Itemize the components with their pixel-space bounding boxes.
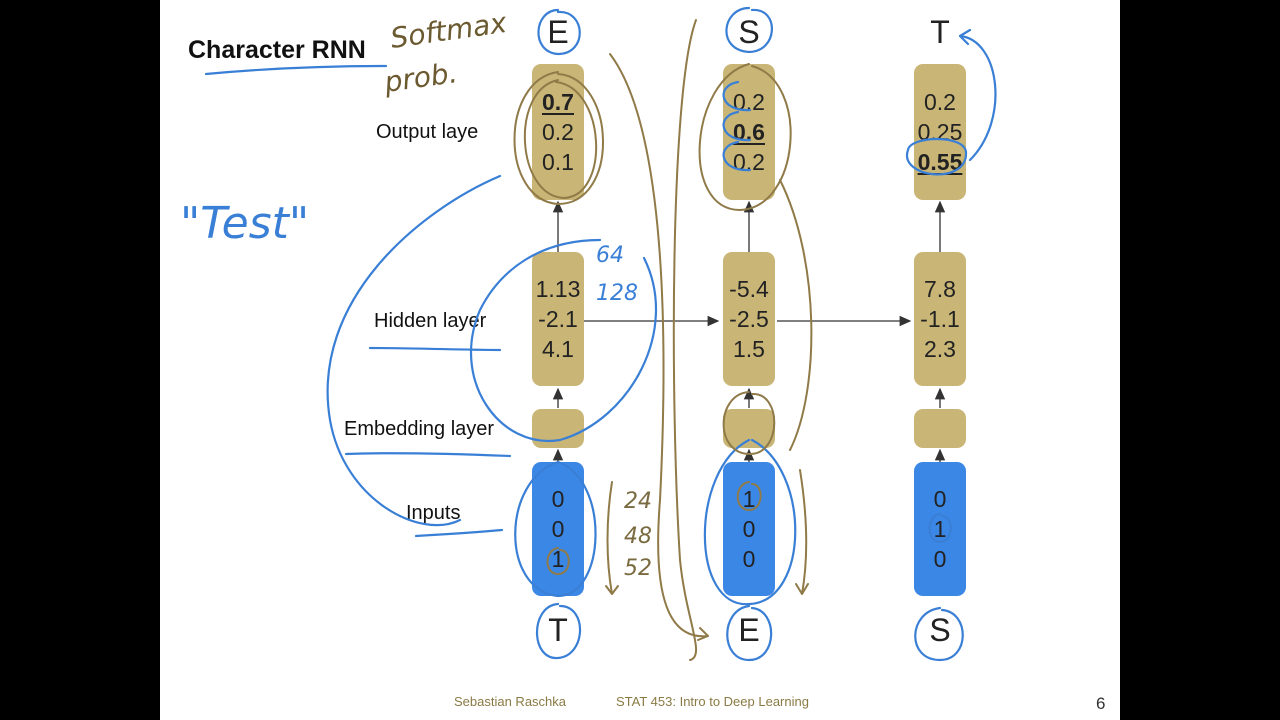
input-value: 1: [933, 516, 947, 542]
input-value: 0: [551, 516, 565, 542]
output-value: 0.2: [733, 149, 765, 175]
label-output-layer: Output laye: [376, 121, 479, 143]
output-value: 0.6: [733, 119, 765, 145]
output-box-3: 0.2 0.25 0.55: [914, 64, 966, 200]
input-char-3: S: [929, 612, 951, 648]
hidden-value: 7.8: [924, 276, 956, 302]
hidden-value: -2.1: [538, 306, 578, 332]
hidden-value: -5.4: [729, 276, 769, 302]
input-value: 0: [742, 516, 756, 542]
label-embedding-layer: Embedding layer: [344, 418, 495, 440]
output-char-2: S: [738, 14, 760, 50]
output-char-1: E: [547, 14, 569, 50]
input-char-1: T: [548, 612, 568, 648]
input-box-3: 0 1 0: [914, 462, 966, 596]
hidden-box-2: -5.4 -2.5 1.5: [723, 252, 775, 386]
input-value: 0: [742, 546, 756, 572]
embedding-box-3: [914, 409, 966, 448]
slide: Character RNN Output laye Hidden layer E…: [160, 0, 1120, 720]
embedding-box-2: [723, 409, 775, 448]
hidden-value: -1.1: [920, 306, 960, 332]
label-hidden-layer: Hidden layer: [374, 310, 487, 332]
hidden-box-1: 1.13 -2.1 4.1: [532, 252, 584, 386]
output-value: 0.1: [542, 149, 574, 175]
input-value: 0: [933, 486, 947, 512]
input-char-2: E: [738, 612, 760, 648]
label-inputs: Inputs: [406, 502, 461, 524]
page-number: 6: [1096, 694, 1106, 713]
slide-title: Character RNN: [188, 36, 366, 64]
embedding-box-1: [532, 409, 584, 448]
hidden-value: 1.5: [733, 336, 765, 362]
input-value: 1: [742, 486, 756, 512]
footer-course: STAT 453: Intro to Deep Learning: [616, 694, 809, 709]
input-box-1: 0 0 1: [532, 462, 584, 596]
output-value: 0.7: [542, 89, 574, 115]
hidden-value: -2.5: [729, 306, 769, 332]
input-value: 1: [551, 546, 565, 572]
input-value: 0: [933, 546, 947, 572]
output-value: 0.2: [733, 89, 765, 115]
input-value: 0: [551, 486, 565, 512]
hidden-value: 4.1: [542, 336, 574, 362]
diagram-connectors: [552, 200, 946, 462]
hidden-value: 1.13: [535, 276, 581, 302]
input-box-2: 1 0 0: [723, 462, 775, 596]
output-value: 0.2: [924, 89, 956, 115]
hidden-value: 2.3: [924, 336, 956, 362]
hidden-box-3: 7.8 -1.1 2.3: [914, 252, 966, 386]
output-box-1: 0.7 0.2 0.1: [532, 64, 584, 200]
output-char-3: T: [930, 14, 950, 50]
output-value: 0.55: [917, 149, 963, 175]
output-value: 0.25: [917, 119, 963, 145]
output-value: 0.2: [542, 119, 574, 145]
footer-author: Sebastian Raschka: [454, 694, 567, 709]
output-box-2: 0.2 0.6 0.2: [723, 64, 775, 200]
